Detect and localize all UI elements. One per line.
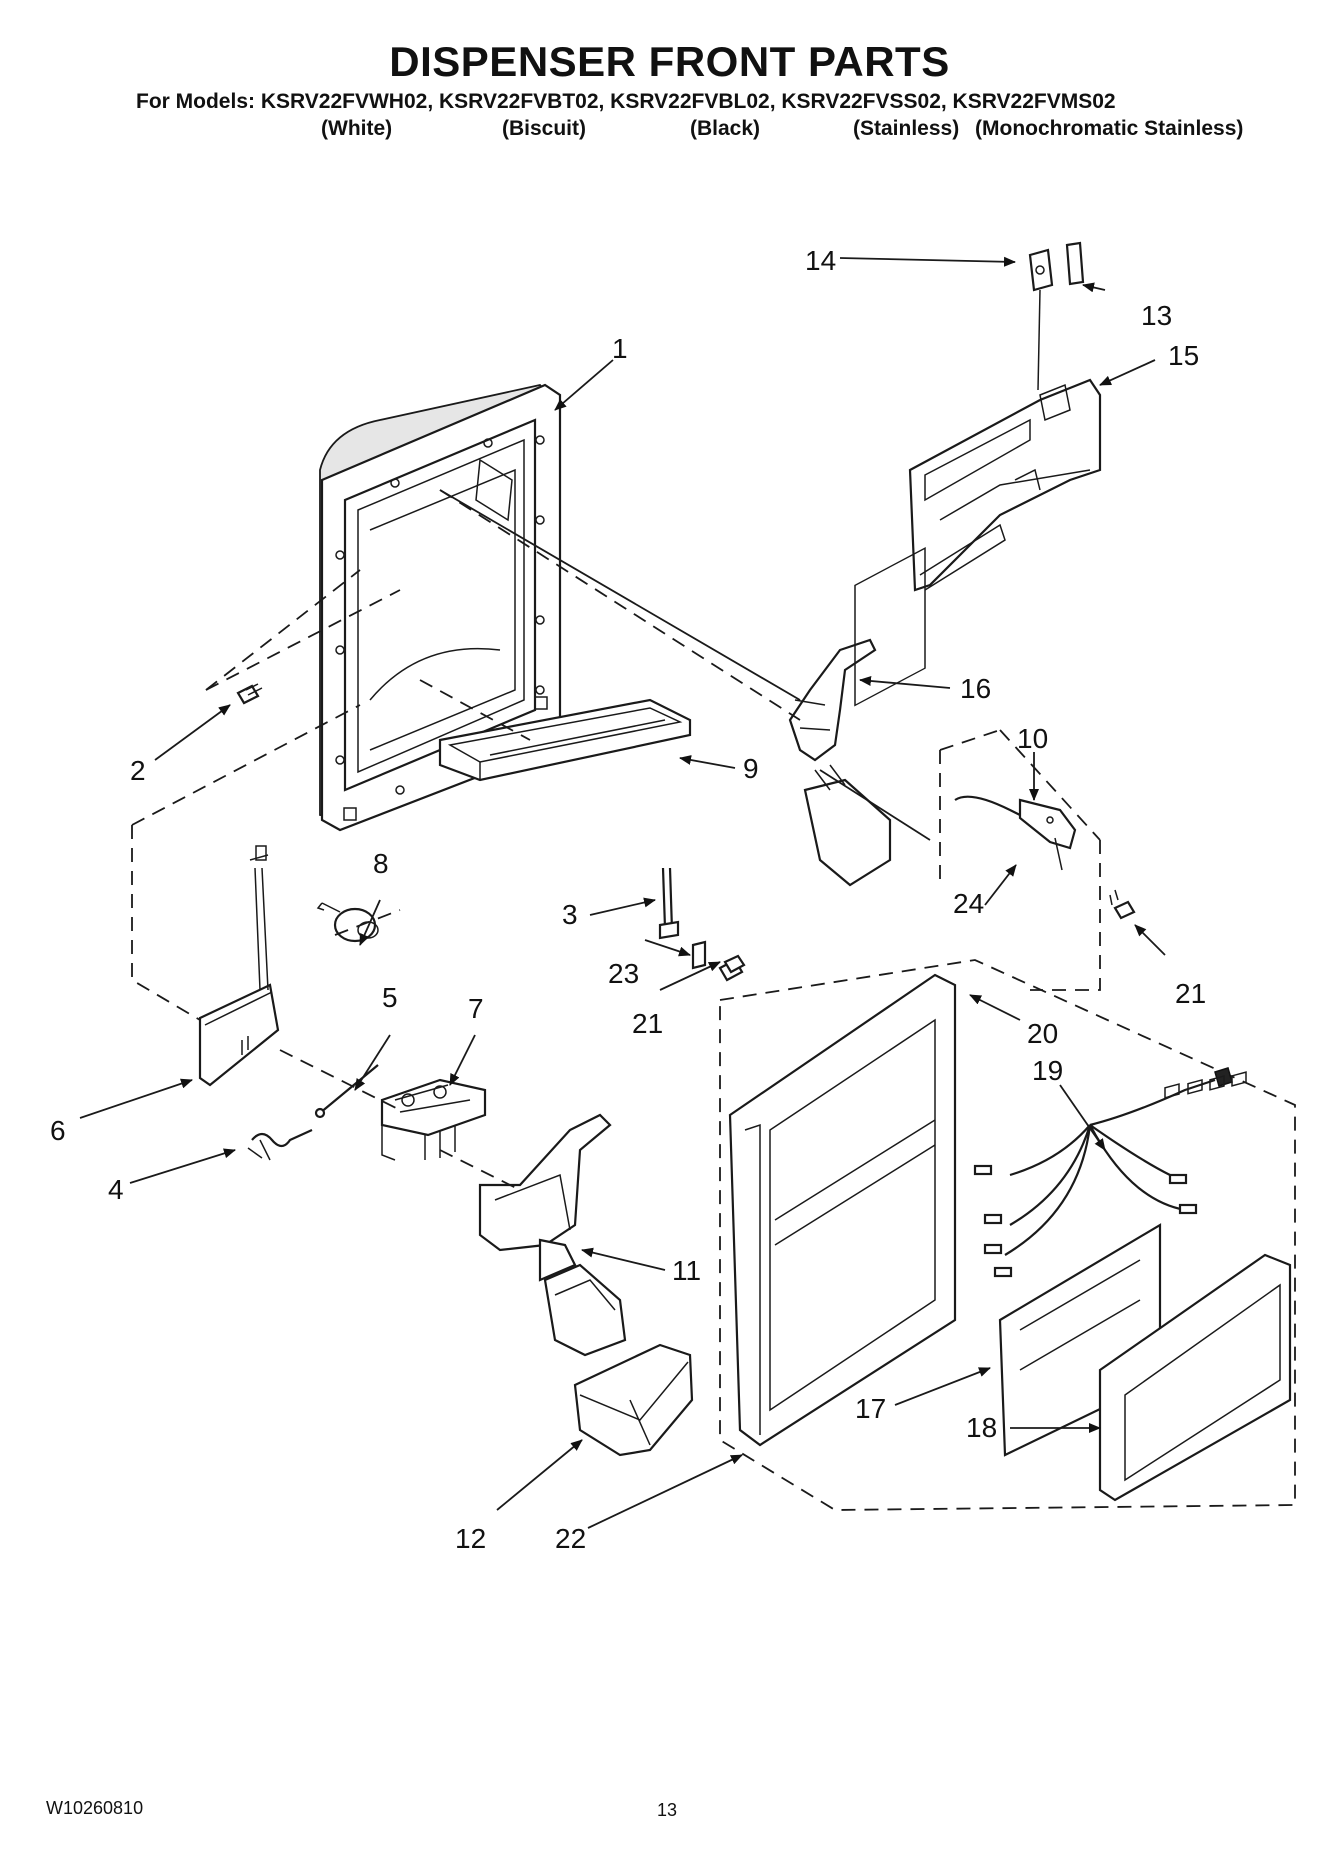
models-line: For Models: KSRV22FVWH02, KSRV22FVBT02, … [136,90,1116,113]
callout-21-right: 21 [1175,978,1206,1009]
part-1-dispenser-housing [319,383,562,832]
callout-15: 15 [1168,340,1199,371]
part-5-pin [314,1064,379,1119]
callout-2: 2 [130,755,146,786]
part-19-wire-harness [973,1067,1233,1278]
page-title: DISPENSER FRONT PARTS [389,38,950,85]
callout-6: 6 [50,1115,66,1146]
callout-8: 8 [373,848,389,879]
model-colors: (White) (Biscuit) (Black) (Stainless) (M… [0,117,1339,145]
document-number: W10260810 [46,1798,144,1818]
color-biscuit: (Biscuit) [502,117,586,140]
callout-18: 18 [966,1412,997,1443]
callout-19: 19 [1032,1055,1063,1086]
color-monochromatic-stainless: (Monochromatic Stainless) [975,117,1244,140]
callout-5: 5 [382,982,398,1013]
part-14-15-13-bracket [908,241,1102,592]
callout-9: 9 [743,753,759,784]
color-black: (Black) [690,117,761,140]
part-18-faceplate [1098,1071,1292,1502]
part-20-22-dispenser-front [719,547,1296,1511]
part-6-control-module [198,845,280,1087]
callout-20: 20 [1027,1018,1058,1049]
callout-21-left: 21 [632,1008,663,1039]
page-number: 13 [657,1800,678,1820]
callout-10: 10 [1017,723,1048,754]
color-white: (White) [321,117,393,140]
part-21-screws [723,889,1136,974]
callout-16: 16 [960,673,991,704]
callout-1: 1 [612,333,628,364]
part-10-24-tube-assembly [939,729,1101,991]
part-7-door-assembly [380,1078,487,1161]
alignment-lines [131,489,931,1191]
part-2-screw [236,683,263,705]
callout-7: 7 [468,993,484,1024]
part-11-ice-actuator [478,1113,627,1357]
callout-3: 3 [562,899,578,930]
callout-24: 24 [953,888,984,919]
callout-11: 11 [672,1255,701,1286]
part-9-drip-tray [438,698,692,782]
leader-arrows [79,256,1166,1529]
callout-14: 14 [805,245,836,276]
callout-4: 4 [108,1174,124,1205]
callout-22: 22 [555,1523,586,1554]
callout-labels: 1 2 3 4 5 6 7 8 9 10 11 12 13 14 15 16 1… [50,245,1206,1554]
color-stainless: (Stainless) [853,117,960,140]
part-12-ice-chute [573,1343,694,1457]
callout-23: 23 [608,958,639,989]
callout-13: 13 [1141,300,1172,331]
callout-12: 12 [455,1523,486,1554]
callout-17: 17 [855,1393,886,1424]
part-16-water-actuator [788,638,892,887]
part-4-spring [247,1128,313,1161]
